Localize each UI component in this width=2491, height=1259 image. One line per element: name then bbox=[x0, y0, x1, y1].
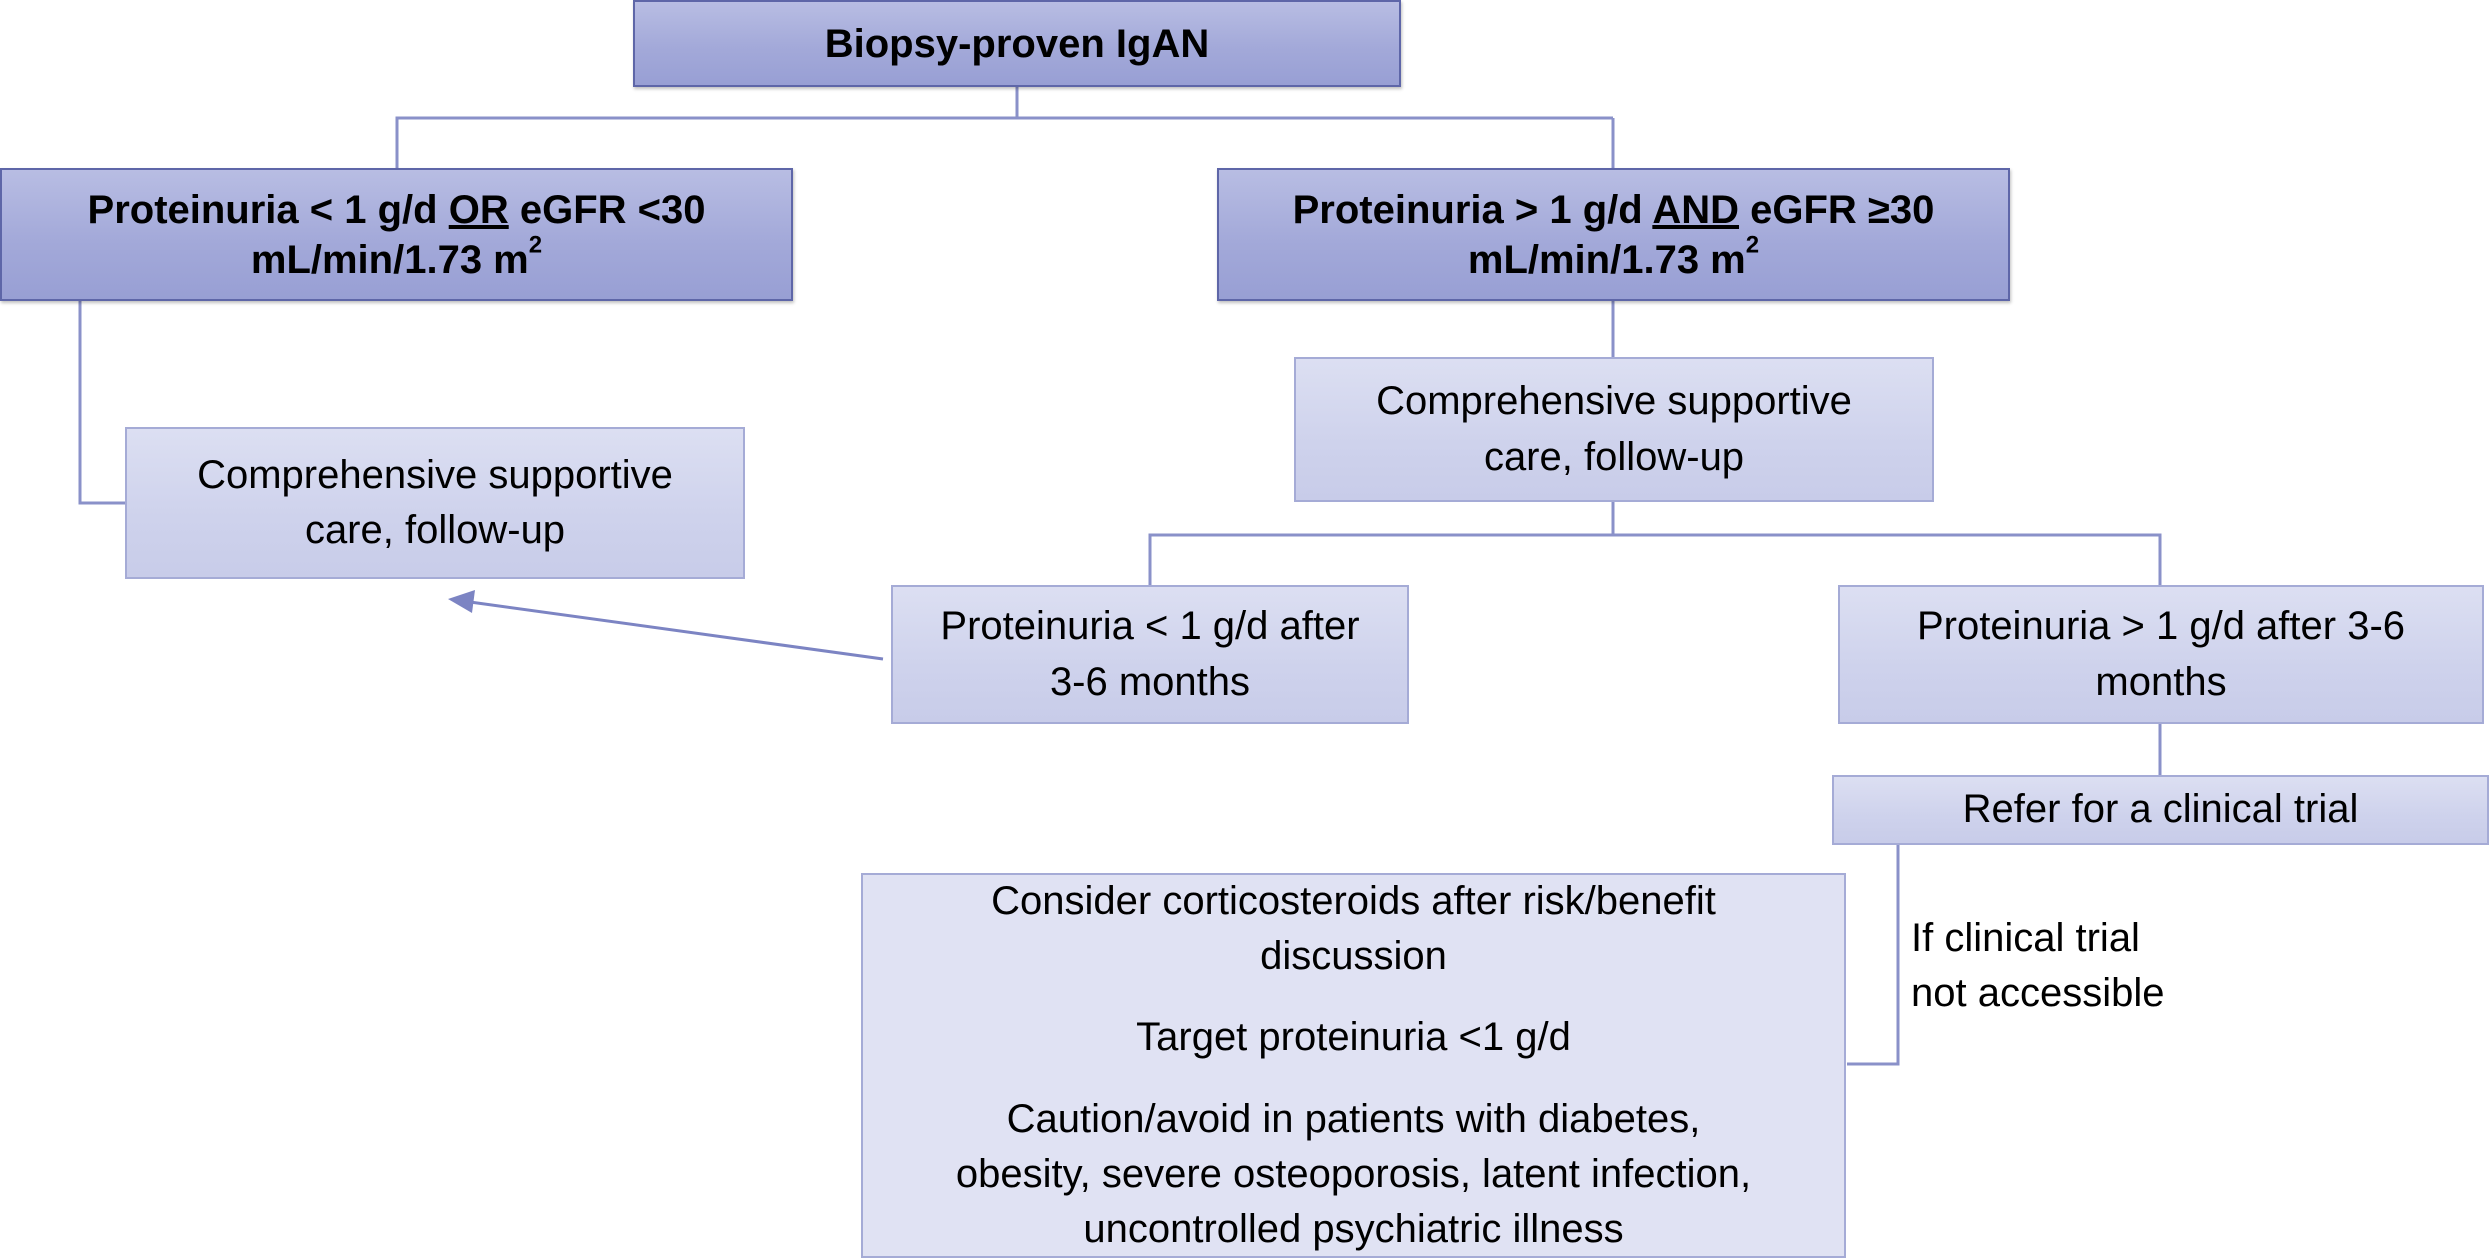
clinical-trial-node: Refer for a clinical trial bbox=[1832, 775, 2489, 845]
left-branch-line2: mL/min/1.73 m2 bbox=[250, 231, 543, 282]
low-proteinuria-line1: Proteinuria < 1 g/d after bbox=[940, 604, 1360, 649]
trial-to-steroids-connector bbox=[1847, 845, 1900, 1066]
high-proteinuria-line1: Proteinuria > 1 g/d after 3-6 bbox=[1916, 604, 2406, 649]
high-proteinuria-node: Proteinuria > 1 g/d after 3-6 months bbox=[1838, 585, 2484, 724]
care-split-right-connector bbox=[1613, 533, 2162, 587]
steroids-consider-line1: Consider corticosteroids after risk/bene… bbox=[991, 878, 1716, 923]
left-care-line2: care, follow-up bbox=[304, 508, 566, 552]
high-proteinuria-line2: months bbox=[2095, 659, 2227, 704]
steroids-caution-line2: obesity, severe osteoporosis, latent inf… bbox=[955, 1151, 1752, 1196]
left-branch-node: Proteinuria < 1 g/d OR eGFR <30 mL/min/1… bbox=[0, 168, 793, 301]
root-node: Biopsy-proven IgAN bbox=[633, 0, 1401, 87]
low-proteinuria-line2: 3-6 months bbox=[1049, 659, 1251, 704]
left-branch-line1: Proteinuria < 1 g/d OR eGFR <30 bbox=[87, 187, 706, 232]
clinical-trial-label: Refer for a clinical trial bbox=[1962, 787, 2359, 832]
arrow-to-supportive-care bbox=[448, 590, 884, 661]
right-branch-node: Proteinuria > 1 g/d AND eGFR ≥30 mL/min/… bbox=[1217, 168, 2010, 301]
right-branch-line1: Proteinuria > 1 g/d AND eGFR ≥30 bbox=[1292, 187, 1935, 232]
right-supportive-care-node: Comprehensive supportive care, follow-up bbox=[1294, 357, 1934, 502]
left-supportive-care-node: Comprehensive supportive care, follow-up bbox=[125, 427, 745, 579]
root-label: Biopsy-proven IgAN bbox=[824, 21, 1210, 66]
left-care-line1: Comprehensive supportive bbox=[197, 452, 673, 497]
right-branch-line2: mL/min/1.73 m2 bbox=[1467, 231, 1760, 282]
steroids-caution-line3: uncontrolled psychiatric illness bbox=[1083, 1206, 1624, 1251]
care-split-connector bbox=[1148, 500, 1615, 587]
low-proteinuria-node: Proteinuria < 1 g/d after 3-6 months bbox=[891, 585, 1409, 724]
root-connector bbox=[395, 85, 1019, 168]
left-branch-connector bbox=[78, 300, 127, 505]
trial-note-line1: If clinical trial bbox=[1911, 916, 2140, 960]
right-care-line1: Comprehensive supportive bbox=[1376, 379, 1852, 424]
arrowhead-icon bbox=[448, 590, 475, 613]
steroids-caution-line1: Caution/avoid in patients with diabetes, bbox=[1006, 1096, 1701, 1141]
corticosteroids-node: Consider corticosteroids after risk/bene… bbox=[861, 873, 1846, 1258]
right-care-line2: care, follow-up bbox=[1483, 434, 1745, 479]
trial-note-line2: not accessible bbox=[1911, 971, 2165, 1016]
trial-not-accessible-note: If clinical trial not accessible bbox=[1911, 911, 2164, 1021]
steroids-consider-line2: discussion bbox=[1260, 934, 1447, 979]
steroids-target: Target proteinuria <1 g/d bbox=[1136, 1015, 1571, 1060]
